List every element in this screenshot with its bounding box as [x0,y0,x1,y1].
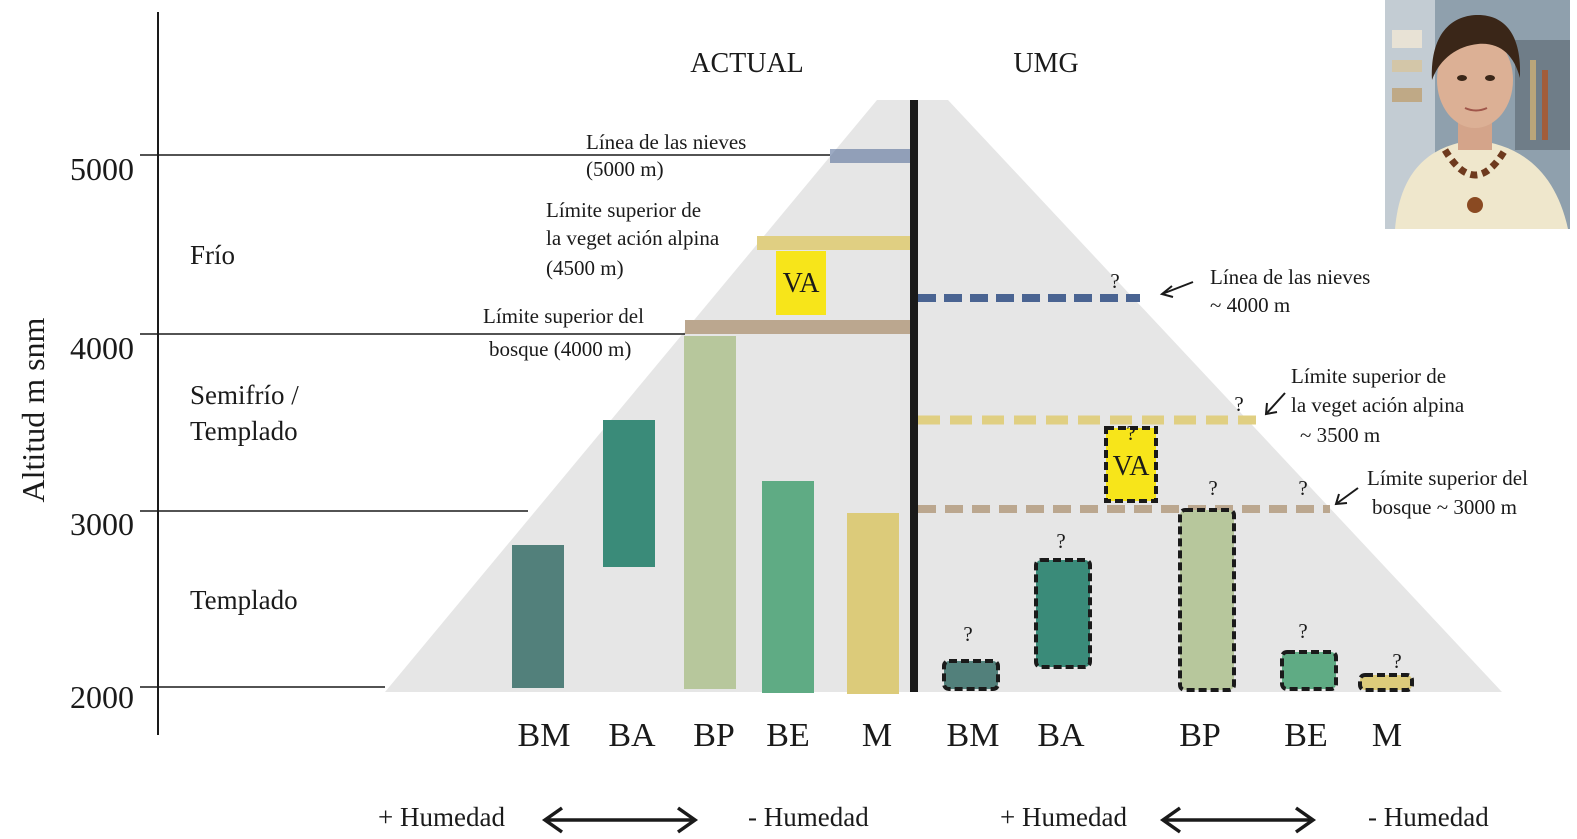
actual-category-M: M [862,717,892,754]
y-tick-2000: 2000 [70,679,134,715]
umg-humidity-arrow [1159,806,1317,834]
actual-va-box [776,251,826,315]
umg-va-question: ? [1126,421,1135,445]
actual-humidity-plus: + Humedad [378,802,505,832]
y-tick-3000: 3000 [70,506,134,542]
umg-category-M: M [1372,717,1402,754]
umg-humidity-plus: + Humedad [1000,802,1127,832]
umg-humidity-minus: - Humedad [1368,802,1489,832]
actual-va-label: VA [783,268,821,299]
y-axis-label: Altitud m snm [15,317,51,502]
actual-umg-divider [910,100,918,692]
umg-category-BP: BP [1179,717,1221,754]
umg-snow-label-1: Línea de las nieves [1210,265,1370,289]
umg-bar-M [1358,673,1414,692]
umg-alpine-label-2: la veget ación alpina [1291,393,1465,417]
umg-va-label: VA [1113,451,1151,482]
umg-bar-BM [942,659,1000,691]
actual-bar-M [847,513,899,694]
umg-q-forest-1: ? [1208,476,1217,500]
umg-q-M: ? [1392,649,1401,673]
zone-semifrio-line2: Templado [190,416,298,446]
actual-snow-line [830,149,910,163]
umg-alpine-label-1: Límite superior de [1291,364,1446,388]
zone-frio: Frío [190,240,235,270]
umg-q-BE: ? [1298,619,1307,643]
actual-alpine-label-1: Límite superior de [546,198,701,222]
umg-q-forest-2: ? [1298,476,1307,500]
umg-va-box [1104,426,1158,503]
umg-alpine-arrow [1264,392,1286,416]
y-tick-4000: 4000 [70,330,134,366]
umg-q-BA: ? [1056,529,1065,553]
umg-forest-label-2: bosque ~ 3000 m [1372,495,1517,519]
actual-category-BA: BA [608,717,656,754]
actual-humidity-arrow [541,806,699,834]
actual-snow-label-2: (5000 m) [586,157,664,181]
portrait-photo [1385,0,1570,229]
umg-category-BM: BM [947,717,1000,754]
umg-category-BE: BE [1284,717,1327,754]
actual-alpine-label-2: la veget ación alpina [546,226,720,250]
umg-q-BM: ? [963,622,972,646]
actual-bar-BM [512,545,564,688]
umg-bar-BE [1280,650,1338,691]
actual-alpine-limit [757,236,910,250]
header-umg: UMG [1013,48,1078,79]
zone-semifrio-line1: Semifrío / [190,380,299,410]
actual-category-BP: BP [693,717,735,754]
actual-category-BE: BE [766,717,809,754]
y-tick-5000: 5000 [70,151,134,187]
umg-forest-label-1: Límite superior del [1367,466,1528,490]
umg-alpine-label-3: ~ 3500 m [1300,423,1380,447]
umg-q-snow: ? [1110,269,1119,293]
actual-humidity-minus: - Humedad [748,802,869,832]
umg-bar-BP [1178,508,1236,692]
umg-snow-label-2: ~ 4000 m [1210,293,1290,317]
header-actual: ACTUAL [690,48,804,79]
zone-templado: Templado [190,585,298,615]
umg-q-alpine: ? [1234,392,1243,416]
actual-snow-label-1: Línea de las nieves [586,130,746,154]
actual-bar-BP [684,336,736,689]
actual-category-BM: BM [518,717,571,754]
umg-bar-BA [1034,558,1092,669]
umg-category-BA: BA [1037,717,1085,754]
actual-alpine-label-3: (4500 m) [546,256,624,280]
actual-forest-limit [685,320,910,334]
umg-snow-arrow [1159,281,1194,298]
actual-bar-BA [603,420,655,567]
actual-forest-label-2: bosque (4000 m) [489,337,631,361]
umg-forest-arrow [1334,487,1359,506]
actual-forest-label-1: Límite superior del [483,304,644,328]
actual-bar-BE [762,481,814,693]
